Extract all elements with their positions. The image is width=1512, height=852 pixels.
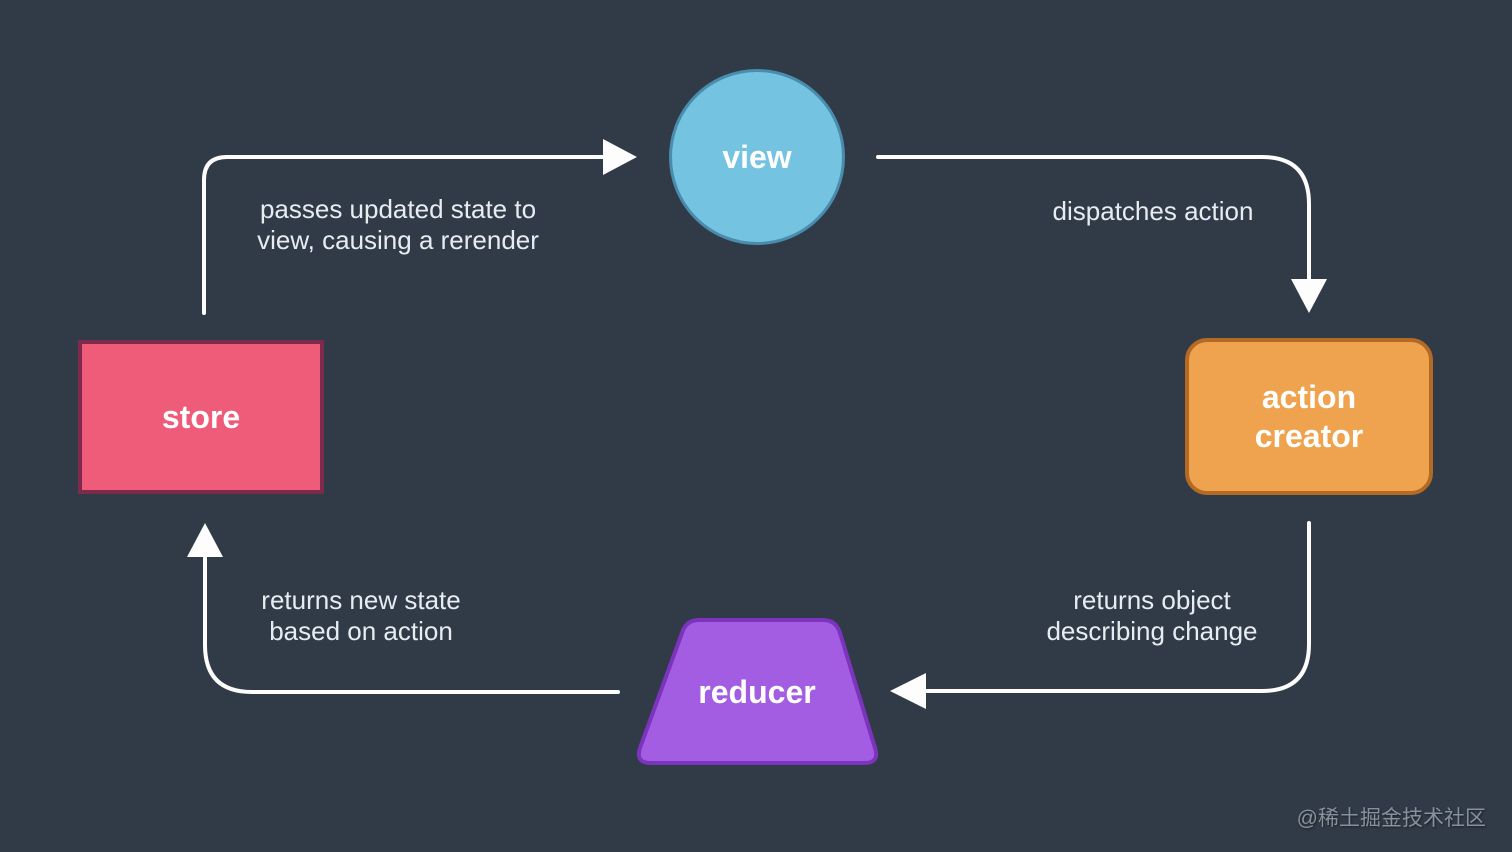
node-action-creator-label: action creator [1254,378,1364,454]
node-view-label: view [722,138,792,175]
node-reducer-label: reducer [698,674,816,710]
node-view: view [669,69,845,245]
node-reducer-shape [636,618,879,765]
edge-label-passes-updated-state: passes updated state to view, causing a … [257,194,539,255]
arrow-store-to-view [202,155,605,315]
node-store: store [78,340,324,494]
arrowhead-reducer-to-store [187,523,223,557]
arrowhead-action-creator-to-reducer [890,673,926,709]
arrowhead-view-to-action-creator [1291,279,1327,313]
watermark-juejin: @稀土掘金技术社区 [1296,807,1486,830]
edge-label-dispatches-action: dispatches action [1052,196,1254,226]
arrowhead-store-to-view [603,139,637,175]
edge-label-returns-object: returns object describing change [1046,585,1258,646]
arrow-action-creator-to-reducer [924,521,1311,693]
arrow-reducer-to-store [203,555,620,694]
arrow-view-to-action-creator [876,155,1311,281]
node-store-label: store [161,398,241,435]
node-action-creator: action creator [1185,338,1433,495]
node-reducer: reducer [657,622,857,763]
edge-label-returns-new-state: returns new state based on action [261,585,461,646]
